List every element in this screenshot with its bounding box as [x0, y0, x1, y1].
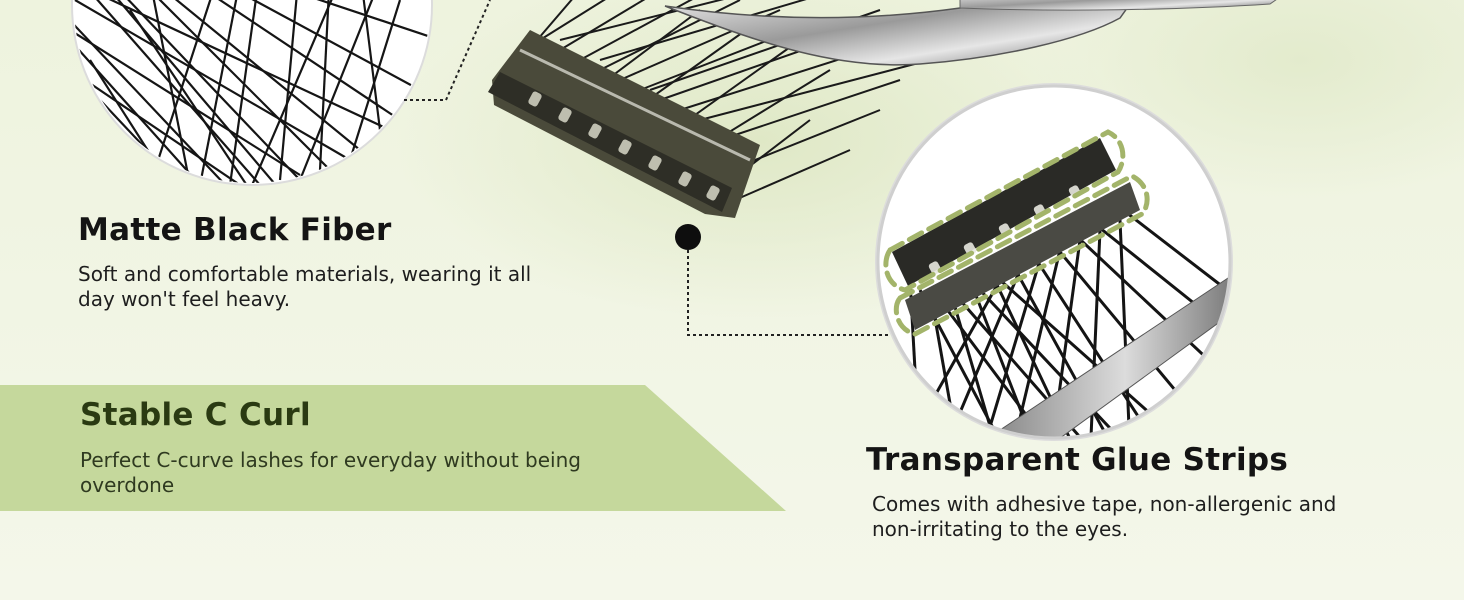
feature-description-transparent-glue-strips: Comes with adhesive tape, non-allergenic… — [872, 492, 1337, 541]
lash-detail-circle — [71, 0, 433, 186]
callout-line-matte — [404, 0, 491, 101]
feature-description-stable-c-curl: Perfect C-curve lashes for everyday with… — [80, 448, 581, 497]
feature-title-stable-c-curl: Stable C Curl — [80, 397, 311, 433]
feature-title-matte-black-fiber: Matte Black Fiber — [78, 212, 392, 248]
lash-cluster-with-tweezers — [488, 0, 1277, 218]
callout-line-glue — [687, 250, 893, 336]
callout-dot — [675, 224, 701, 250]
glue-strip-detail-circle — [875, 83, 1233, 441]
highlight-band — [0, 385, 786, 511]
feature-description-matte-black-fiber: Soft and comfortable materials, wearing … — [78, 262, 532, 311]
feature-title-transparent-glue-strips: Transparent Glue Strips — [866, 442, 1289, 478]
